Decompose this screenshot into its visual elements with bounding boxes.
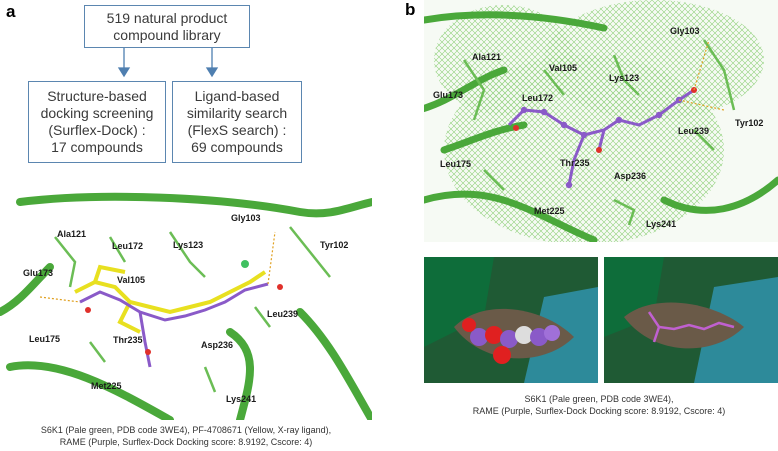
b-label-lys241: Lys241 [646,219,677,229]
b-label-tyr102: Tyr102 [735,118,764,128]
c-label-ala121: Ala121 [57,229,87,239]
ligand-rame-c [79,282,269,368]
caption-c-line-1: S6K1 (Pale green, PDB code 3WE4), PF-470… [40,425,332,435]
flow-box-library: 519 natural product compound library [84,5,250,48]
c-label-lys241: Lys241 [226,394,257,404]
caption-c-line-2: RAME (Purple, Surflex-Dock Docking score… [59,437,313,447]
panel-label-a: a [6,2,16,21]
b-label-ala121: Ala121 [472,52,502,62]
b-label-glu173: Glu173 [433,90,464,100]
arrow-head-right [205,67,219,78]
flow-box-similarity: Ligand-based similarity search (FlexS se… [172,81,302,163]
caption-b-line-1: S6K1 (Pale green, PDB code 3WE4), [524,394,674,404]
protein-ribbons-c [0,192,372,420]
ligand-stick [647,311,735,343]
render-b-surface-stick [604,257,778,383]
b-label-leu239: Leu239 [678,126,710,136]
b-label-thr235: Thr235 [560,158,590,168]
render-b-svg [424,0,778,242]
c-label-thr235: Thr235 [113,335,143,345]
render-b-binding-site: Gly103 Ala121 Val105 Lys123 Glu173 Leu17… [424,0,778,242]
c-label-val105: Val105 [117,275,146,285]
side-chains [462,39,736,226]
b-label-val105: Val105 [549,63,578,73]
c-label-leu175: Leu175 [29,334,61,344]
b-label-gly103: Gly103 [670,26,700,36]
render-c-docking-overlay: Gly103 Ala121 Leu172 Lys123 Tyr102 Glu17… [0,192,372,420]
b-label-lys123: Lys123 [609,73,640,83]
b-label-asp236: Asp236 [614,171,647,181]
ligand-rame [507,88,695,186]
caption-c: S6K1 (Pale green, PDB code 3WE4), PF-470… [0,424,372,448]
b-label-leu175: Leu175 [440,159,472,169]
c-label-leu239: Leu239 [267,309,299,319]
panel-label-b: b [405,0,416,19]
ligand-atoms [520,96,683,189]
c-label-glu173: Glu173 [23,268,54,278]
arrow-head-left [117,67,131,78]
c-label-asp236: Asp236 [201,340,234,350]
caption-b-line-2: RAME (Purple, Surflex-Dock Docking score… [472,406,726,416]
b-label-met225: Met225 [534,206,565,216]
c-label-met225: Met225 [91,381,122,391]
c-label-tyr102: Tyr102 [320,240,349,250]
render-b-surface-spacefill [424,257,598,383]
caption-b: S6K1 (Pale green, PDB code 3WE4), RAME (… [420,393,778,417]
side-chains-c [54,226,331,393]
c-label-leu172: Leu172 [112,241,144,251]
flow-arrows [117,48,219,78]
flow-box-docking: Structure-based docking screening (Surfl… [28,81,166,163]
b-label-leu172: Leu172 [522,93,554,103]
c-label-gly103: Gly103 [231,213,261,223]
c-label-lys123: Lys123 [173,240,204,250]
ligand-spacefill [462,318,560,364]
ligand-pf4708671 [74,264,267,334]
